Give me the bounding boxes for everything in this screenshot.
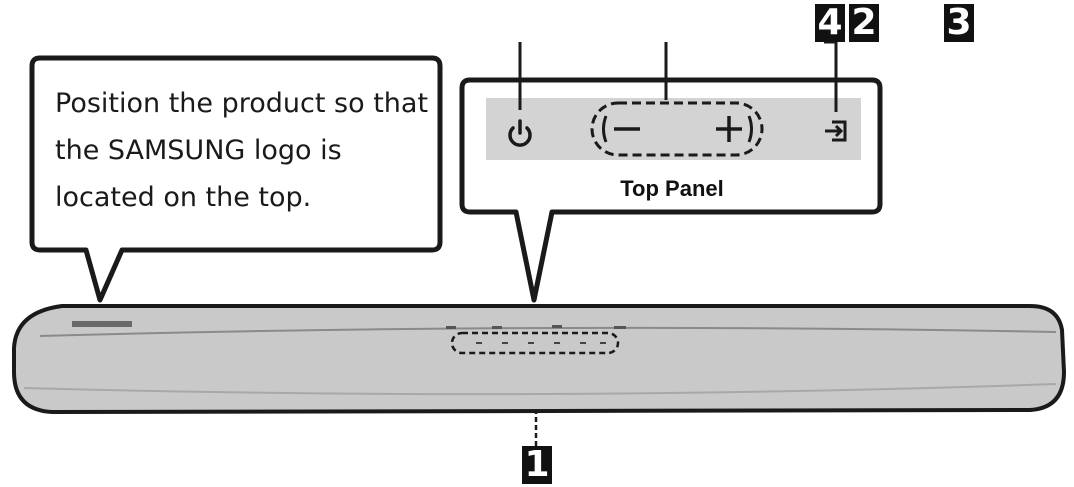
soundbar-control-area: [450, 331, 620, 355]
callout-line-2: the SAMSUNG logo is: [55, 135, 342, 166]
badge-2: 2: [849, 4, 879, 42]
top-panel-title: Top Panel: [620, 176, 724, 201]
source-input-icon: [825, 120, 847, 142]
power-icon: [508, 119, 532, 147]
volume-button-group: [590, 101, 764, 157]
volume-up-icon: [716, 115, 753, 143]
soundbar-bottom-shade: [23, 383, 1057, 396]
callout-line-3: located on the top.: [55, 182, 312, 213]
soundbar-control-dots: [476, 342, 606, 344]
badge-4: 4: [815, 4, 845, 42]
callout-text: Position the product so that the SAMSUNG…: [55, 80, 435, 221]
soundbar-body: [12, 304, 1067, 415]
soundbar-logo: [72, 321, 132, 327]
badge-3: 3: [944, 4, 974, 42]
soundbar-button-marks: [446, 325, 626, 329]
volume-down-icon: [602, 115, 640, 143]
badge-1: 1: [522, 446, 552, 484]
top-panel-strip: [486, 98, 861, 160]
callout-bubble: [29, 55, 443, 303]
soundbar-top-edge: [39, 326, 1057, 337]
callout-line-1: Position the product so that: [55, 88, 429, 119]
